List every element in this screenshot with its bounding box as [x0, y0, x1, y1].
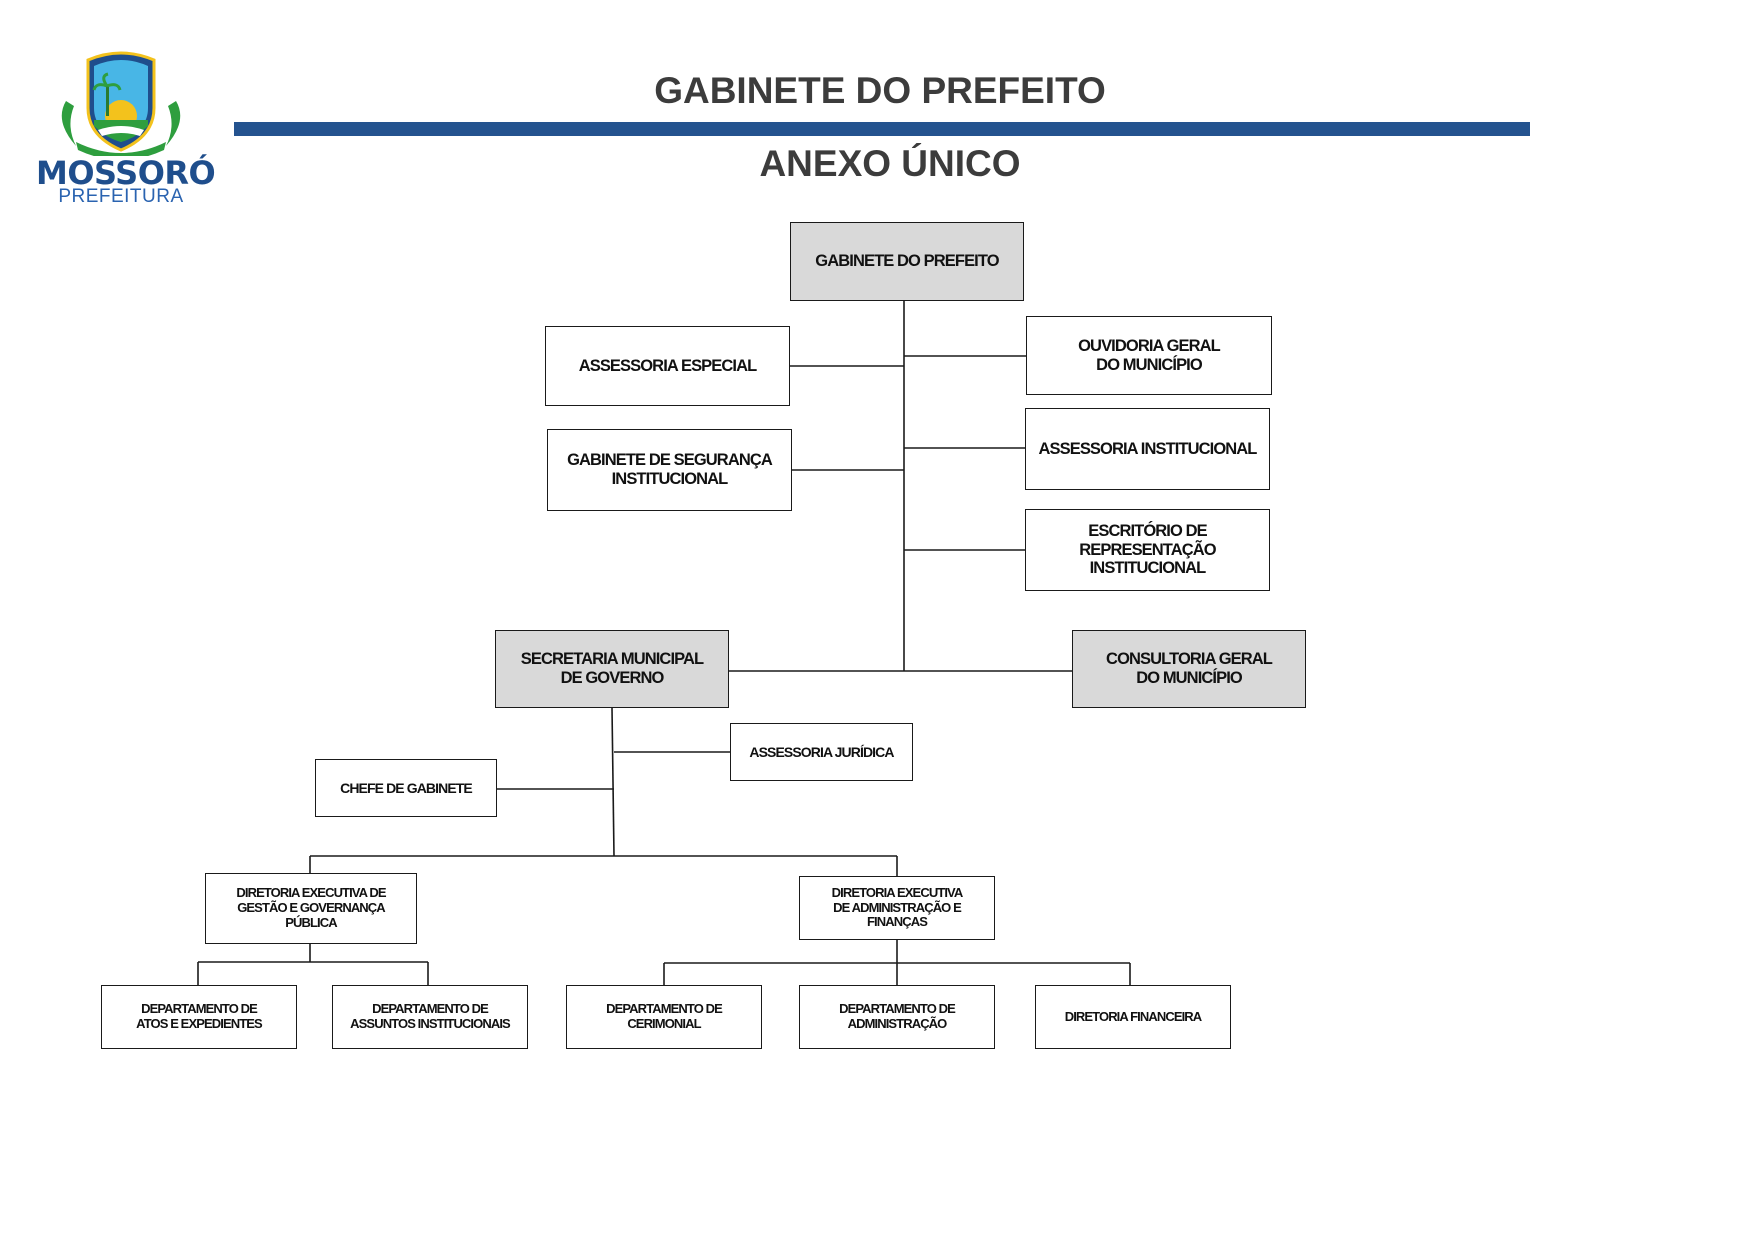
org-box-assessoria-especial: ASSESSORIA ESPECIAL	[545, 326, 790, 406]
page-subtitle: ANEXO ÚNICO	[759, 143, 1021, 184]
page-title: GABINETE DO PREFEITO	[654, 70, 1106, 111]
org-box-diretoria-administracao: DIRETORIA EXECUTIVA DE ADMINISTRAÇÃO E F…	[799, 876, 995, 940]
org-box-assessoria-juridica: ASSESSORIA JURÍDICA	[730, 723, 913, 781]
logo-wordmark: MOSSORÓ	[36, 154, 216, 192]
org-box-diretoria-financeira: DIRETORIA FINANCEIRA	[1035, 985, 1231, 1049]
org-box-depto-atos: DEPARTAMENTO DE ATOS E EXPEDIENTES	[101, 985, 297, 1049]
mossoro-logo: MOSSORÓ PREFEITURA	[36, 46, 216, 207]
org-box-depto-administracao: DEPARTAMENTO DE ADMINISTRAÇÃO	[799, 985, 995, 1049]
org-box-secretaria-governo: SECRETARIA MUNICIPAL DE GOVERNO	[495, 630, 729, 708]
org-box-gabinete-seguranca: GABINETE DE SEGURANÇA INSTITUCIONAL	[547, 429, 792, 511]
title-divider-bar	[234, 122, 1530, 136]
city-coat-of-arms-icon	[61, 51, 181, 160]
org-box-assessoria-institucional: ASSESSORIA INSTITUCIONAL	[1025, 408, 1270, 490]
org-box-gabinete-do-prefeito: GABINETE DO PREFEITO	[790, 222, 1024, 301]
org-box-depto-assuntos: DEPARTAMENTO DE ASSUNTOS INSTITUCIONAIS	[332, 985, 528, 1049]
logo-subtitle: PREFEITURA	[58, 186, 184, 207]
org-box-depto-cerimonial: DEPARTAMENTO DE CERIMONIAL	[566, 985, 762, 1049]
org-box-escritorio-representacao: ESCRITÓRIO DE REPRESENTAÇÃO INSTITUCIONA…	[1025, 509, 1270, 591]
org-box-consultoria-geral: CONSULTORIA GERAL DO MUNICÍPIO	[1072, 630, 1306, 708]
org-box-chefe-gabinete: CHEFE DE GABINETE	[315, 759, 497, 817]
org-box-ouvidoria: OUVIDORIA GERAL DO MUNICÍPIO	[1026, 316, 1272, 395]
org-box-diretoria-gestao: DIRETORIA EXECUTIVA DE GESTÃO E GOVERNAN…	[205, 873, 417, 944]
